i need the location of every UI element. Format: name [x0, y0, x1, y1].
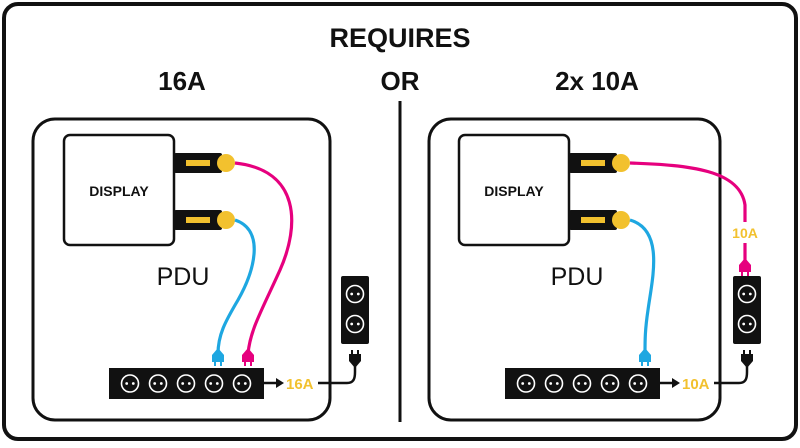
left-magenta-plug-icon: [242, 348, 254, 366]
right-power-strip: [505, 368, 660, 399]
right-cyan-cable: [629, 218, 656, 355]
right-display-box: [457, 133, 571, 247]
left-wall-outlet: [341, 276, 369, 344]
right-cyan-plug-icon: [639, 348, 651, 366]
left-magenta-cable: [234, 161, 294, 355]
right-pdu-frame: [427, 117, 722, 422]
left-display-label: DISPLAY: [89, 183, 149, 199]
left-display-box: [62, 133, 176, 247]
right-pdu-label: PDU: [551, 263, 604, 291]
left-strip-arrowhead: [276, 378, 284, 388]
left-pdu-label: PDU: [157, 263, 210, 291]
left-wall-plug-icon: [349, 350, 361, 368]
left-pdu-frame: [31, 117, 332, 422]
heading: REQUIRES: [329, 23, 470, 53]
left-cyan-plug-icon: [212, 348, 224, 366]
left-wall-cable: [318, 364, 357, 385]
left-power-strip: [109, 368, 264, 399]
right-wall-cable: [714, 364, 749, 385]
left-title: 16A: [158, 66, 206, 96]
right-strip-arrowhead: [672, 378, 680, 388]
left-current-label: 16A: [286, 376, 314, 393]
left-display-connector-bottom: [174, 210, 235, 230]
right-title: 2x 10A: [555, 66, 639, 96]
right-wall-outlet: [733, 276, 761, 344]
outer-frame: [2, 2, 798, 441]
right-magenta-cable: [629, 161, 747, 222]
right-current-label-bottom: 10A: [682, 376, 710, 393]
right-display-label: DISPLAY: [484, 183, 544, 199]
or-label: OR: [381, 66, 420, 96]
right-current-label-top: 10A: [732, 225, 758, 241]
right-wall-plug-icon: [741, 350, 753, 368]
left-cyan-cable: [216, 218, 256, 355]
left-display-connector-top: [174, 153, 235, 173]
right-display-connector-bottom: [569, 210, 630, 230]
right-display-connector-top: [569, 153, 630, 173]
right-magenta-plug-icon: [739, 258, 751, 276]
